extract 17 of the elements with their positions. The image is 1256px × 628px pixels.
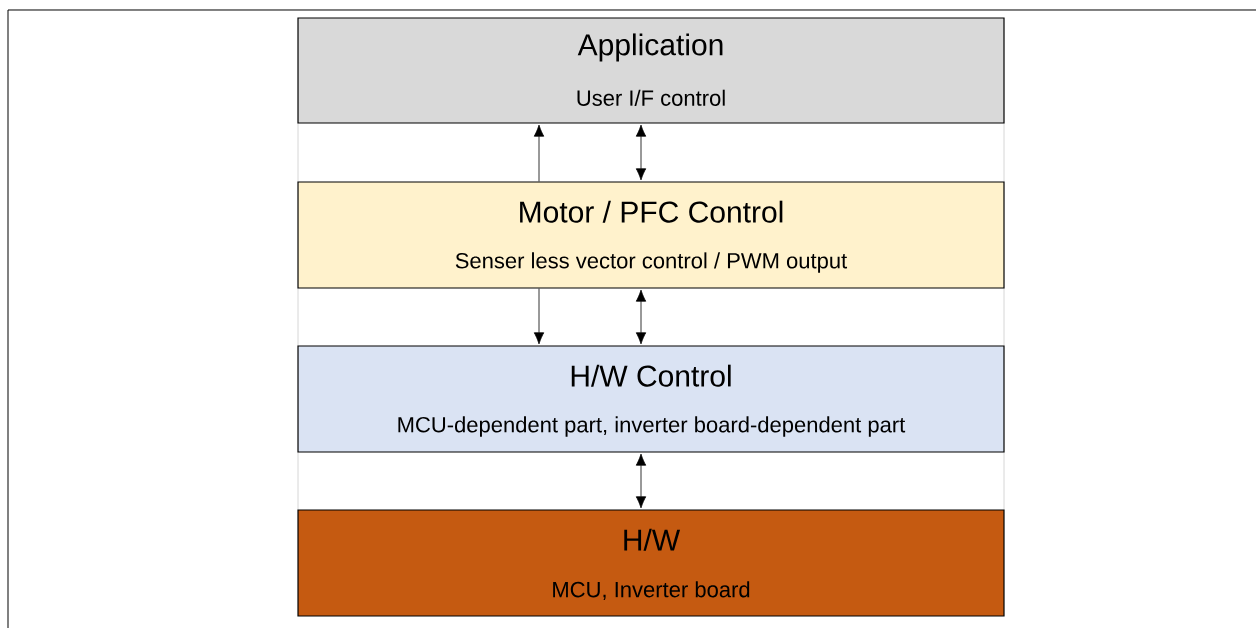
layer-description: MCU, Inverter board bbox=[553, 581, 750, 600]
layer-box bbox=[297, 17, 1005, 124]
layer-box bbox=[297, 181, 1005, 289]
layer-title: H/W Control bbox=[571, 364, 731, 387]
layer-description: User I/F control bbox=[577, 89, 725, 106]
arrow bbox=[533, 288, 545, 345]
arrow bbox=[635, 124, 647, 181]
layer-title: H/W bbox=[624, 528, 681, 551]
layer-title: Motor / PFC Control bbox=[520, 200, 783, 223]
arrow bbox=[635, 289, 647, 345]
layer-box bbox=[297, 509, 1005, 617]
layer-title: Application bbox=[577, 33, 723, 62]
layer-description: Senser less vector control / PWM output bbox=[455, 252, 848, 273]
layer-description: MCU-dependent part, inverter board-dependent part bbox=[398, 416, 906, 437]
arrow bbox=[635, 453, 647, 509]
arrow bbox=[533, 124, 545, 182]
layer-box bbox=[297, 345, 1005, 453]
